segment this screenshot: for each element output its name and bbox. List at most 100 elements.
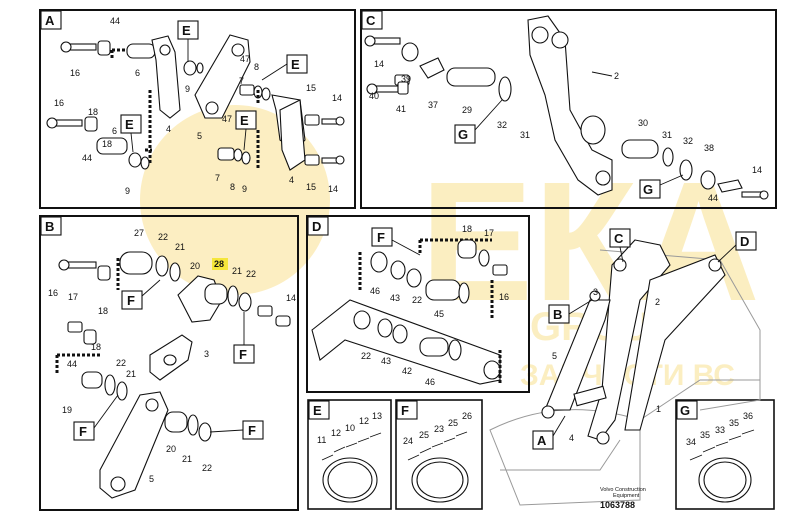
- part-number-label: 14: [752, 165, 762, 175]
- footer-brand-sub: Equipment: [613, 493, 640, 499]
- part-number-label: 22: [361, 351, 371, 361]
- part-number-label: E: [182, 23, 191, 38]
- footer-caption: Volvo Construction Equipment 1063788: [600, 487, 646, 510]
- part-number-label: 8: [254, 62, 259, 72]
- part-number-label: 11: [317, 435, 326, 445]
- part-number-label: 29: [462, 105, 472, 115]
- part-number-label: 16: [48, 288, 58, 298]
- part-number-label: 12: [359, 416, 369, 426]
- panel-b-drawing: [55, 251, 291, 499]
- part-number-label: 21: [126, 369, 136, 379]
- part-number-label: 15: [306, 83, 316, 93]
- part-number-label: 20: [166, 444, 176, 454]
- panel-a-numbers: 44 16 6 9 47 8 7 15 14 4 5 18 16 18 6 44…: [54, 16, 342, 196]
- part-number-label: 18: [462, 224, 472, 234]
- part-number-label: 5: [149, 474, 154, 484]
- panel-b-frame: [39, 215, 299, 511]
- part-number-label: 7: [239, 76, 244, 86]
- part-number-label: 18: [91, 342, 101, 352]
- panel-e-frame: [307, 399, 392, 510]
- part-number-label: 9: [185, 84, 190, 94]
- part-number-label: C: [614, 231, 624, 246]
- panel-c-tag: C: [366, 13, 376, 28]
- part-number-label: G: [458, 127, 468, 142]
- panel-tags: A C B D E F G: [40, 10, 698, 420]
- part-number-label: 47: [240, 54, 250, 64]
- part-number-label: 40: [369, 91, 379, 101]
- panel-d-numbers: 18 17 46 43 22 16 45 22 43 42 46: [361, 224, 509, 387]
- panel-a-callouts: E E E E: [120, 20, 308, 153]
- part-number-label: 14: [328, 184, 338, 194]
- part-number-label: 37: [428, 100, 438, 110]
- part-number-label: 14: [374, 59, 384, 69]
- highlighted-part-number: 28: [214, 259, 224, 269]
- part-number-label: 22: [158, 232, 168, 242]
- part-number-label: D: [740, 234, 749, 249]
- part-number-label: 32: [683, 136, 693, 146]
- panel-f-tag: F: [401, 403, 409, 418]
- part-number-label: 44: [67, 359, 77, 369]
- panel-a-frame: [39, 9, 356, 209]
- part-number-label: 18: [98, 306, 108, 316]
- part-number-label: 46: [425, 377, 435, 387]
- part-number-label: 1: [656, 404, 661, 414]
- panel-d-tag: D: [312, 219, 321, 234]
- part-number-label: 22: [412, 295, 422, 305]
- panel-d-frame: [306, 215, 530, 393]
- part-number-label: 2: [614, 71, 619, 81]
- part-number-label: 12: [331, 428, 341, 438]
- part-number-label: F: [79, 424, 87, 439]
- part-number-label: E: [240, 113, 249, 128]
- part-number-label: 44: [708, 193, 718, 203]
- part-number-label: 8: [230, 182, 235, 192]
- part-number-label: B: [553, 307, 562, 322]
- part-number-label: 26: [462, 411, 472, 421]
- part-number-label: 17: [484, 228, 494, 238]
- part-number-label: 21: [182, 454, 192, 464]
- part-number-label: 33: [715, 425, 725, 435]
- panel-d-callouts: F: [371, 227, 421, 256]
- part-number-label: 35: [729, 418, 739, 428]
- part-number-label: 45: [434, 309, 444, 319]
- part-number-label: 27: [134, 228, 144, 238]
- part-number-label: 16: [499, 292, 509, 302]
- part-number-label: 3: [593, 287, 598, 297]
- part-number-label: 9: [242, 184, 247, 194]
- part-number-label: 41: [396, 104, 406, 114]
- part-number-label: 17: [68, 292, 78, 302]
- part-number-label: G: [643, 182, 653, 197]
- part-number-label: F: [239, 347, 247, 362]
- part-number-label: E: [291, 57, 300, 72]
- part-number-label: 4: [166, 124, 171, 134]
- panel-e-drawing: 11 12 10 12 13: [317, 411, 382, 503]
- part-number-label: 9: [125, 186, 130, 196]
- part-number-label: 36: [743, 411, 753, 421]
- part-number-label: 14: [286, 293, 296, 303]
- part-number-label: 18: [88, 107, 98, 117]
- part-number-label: A: [537, 433, 547, 448]
- watermark-sub2: ЗАПЧАСТИ ВС: [520, 359, 735, 392]
- part-number-label: 5: [552, 351, 557, 361]
- part-number-label: 25: [419, 430, 429, 440]
- part-number-label: 6: [135, 68, 140, 78]
- part-number-label: 16: [70, 68, 80, 78]
- panel-b-callouts: F F F F: [73, 279, 264, 441]
- part-number-label: 14: [332, 93, 342, 103]
- part-number-label: 20: [190, 261, 200, 271]
- part-number-label: 22: [116, 358, 126, 368]
- part-number-label: 42: [402, 366, 412, 376]
- part-number-label: F: [248, 423, 256, 438]
- part-number-label: 21: [232, 266, 242, 276]
- highlighted-part-marker: [212, 258, 228, 270]
- part-number-label: 23: [434, 424, 444, 434]
- part-number-label: 46: [370, 286, 380, 296]
- panel-g-drawing: 34 35 33 35 36: [686, 411, 755, 503]
- panel-c-frame: [360, 9, 777, 209]
- part-number-label: 44: [82, 153, 92, 163]
- panel-e-tag: E: [313, 403, 322, 418]
- part-number-label: 6: [112, 126, 117, 136]
- panel-c-callouts: G G: [454, 99, 684, 199]
- part-number-label: 35: [700, 430, 710, 440]
